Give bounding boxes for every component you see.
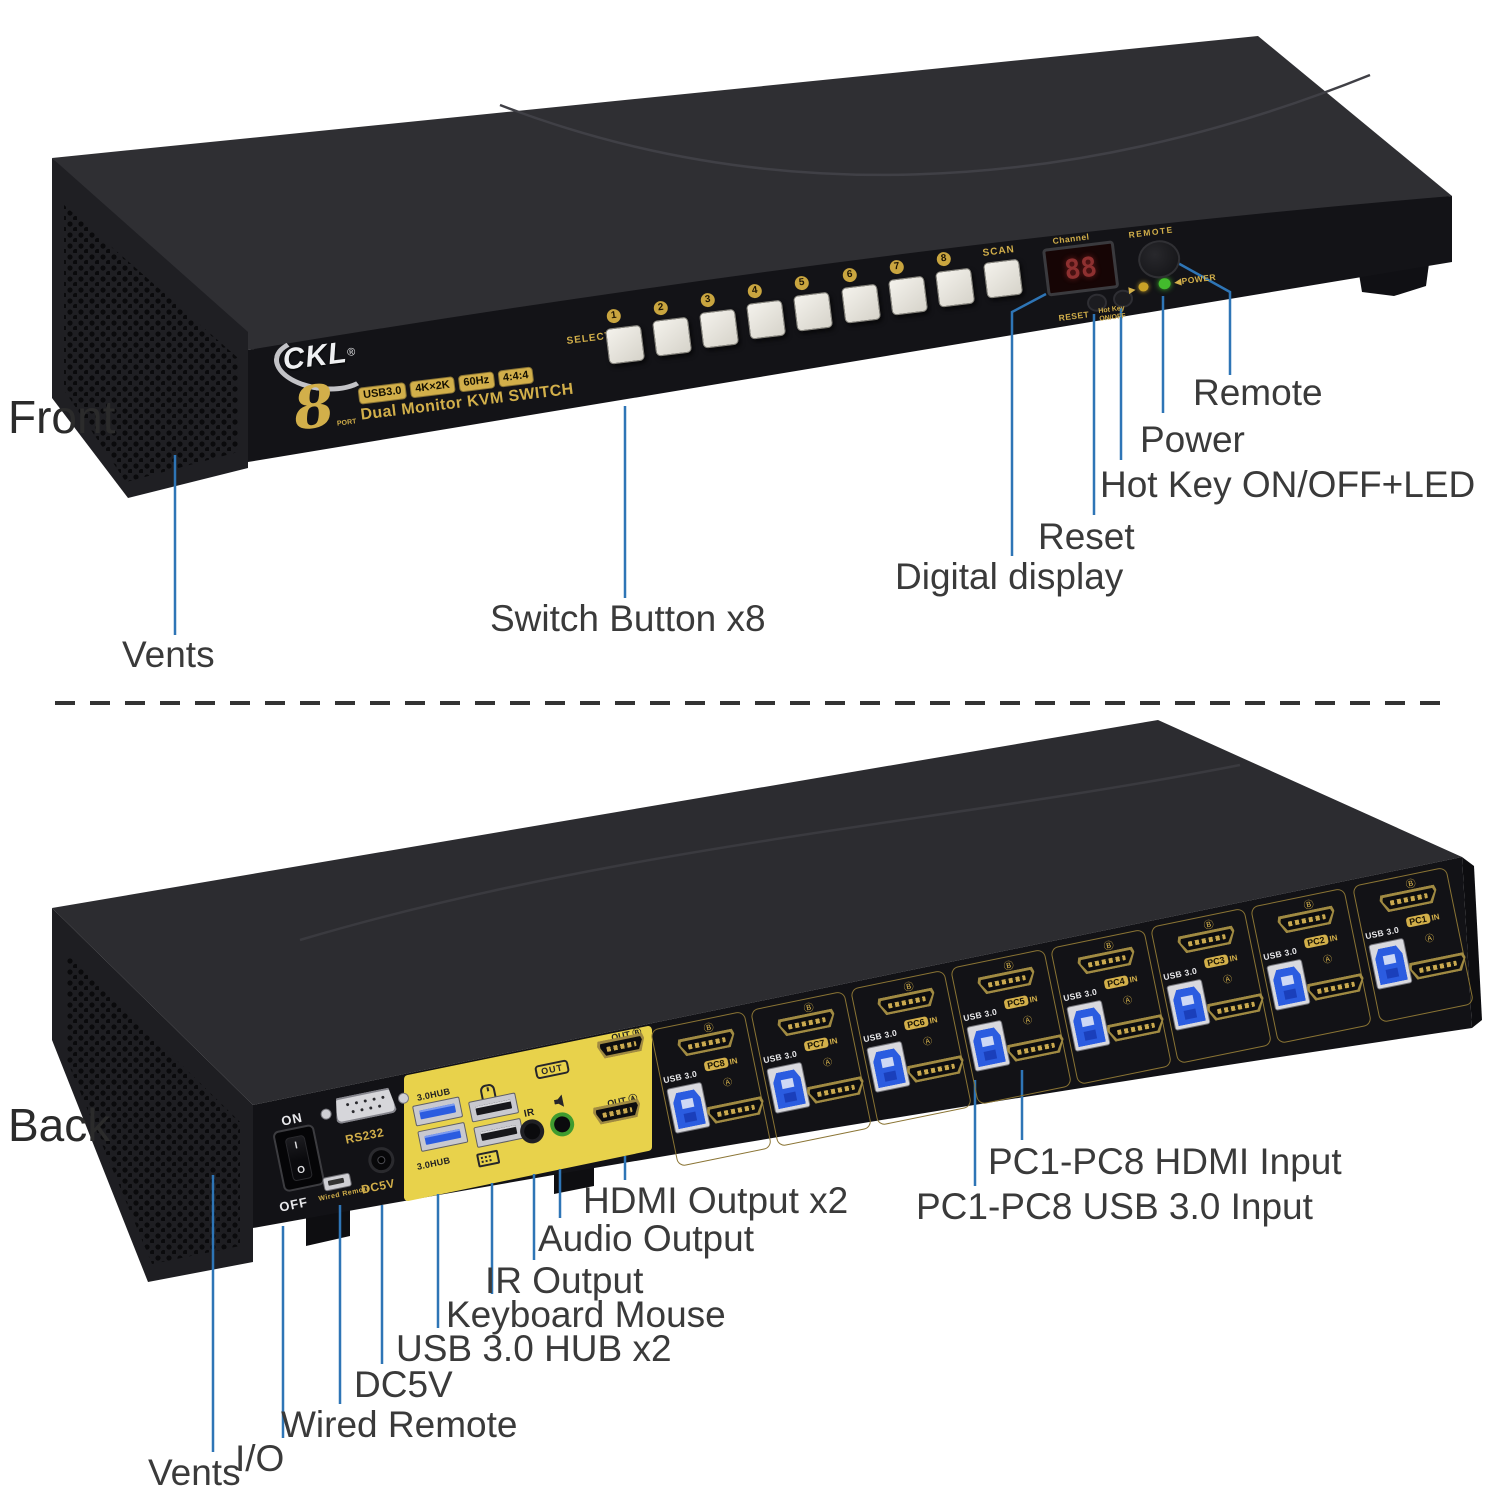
- pc1-usb-port: [1368, 937, 1413, 991]
- callout-reset: Reset: [1038, 516, 1135, 557]
- callout-hdmi-output: HDMI Output x2: [583, 1180, 849, 1221]
- callout-audio-output: Audio Output: [538, 1218, 754, 1259]
- switch-button-5: [793, 291, 834, 332]
- pc8-hdmi-a: [706, 1096, 766, 1125]
- pc1-hdmi-a: [1408, 952, 1468, 981]
- badge-444: 4:4:4: [497, 366, 535, 388]
- callout-digital-display: Digital display: [895, 556, 1124, 597]
- back-vents: [66, 952, 240, 1264]
- db9-screw-left: [319, 1107, 333, 1121]
- digital-display: 88: [1042, 240, 1120, 297]
- back-view-label: Back: [8, 1099, 111, 1151]
- pc5-hdmi-a: [1006, 1034, 1066, 1063]
- back-top-face: [52, 720, 1462, 1105]
- callout-switch-buttons: Switch Button x8: [490, 598, 766, 639]
- scan-button: [983, 258, 1024, 299]
- pc4-hdmi-a: [1106, 1014, 1166, 1043]
- switch-button-1: [605, 324, 646, 365]
- badge-60hz: 60Hz: [457, 371, 496, 393]
- display-digits: 88: [1062, 251, 1099, 286]
- pc2-usb-port: [1266, 958, 1311, 1012]
- pc5-usb-port: [966, 1019, 1011, 1073]
- leader-lines: [173, 260, 1232, 1452]
- back-top-seam: [299, 763, 1241, 942]
- switch-button-3: [699, 308, 740, 349]
- keyboard-mouse-ports: [468, 1092, 525, 1149]
- back-right-edge: [1462, 857, 1482, 1028]
- callout-hotkey: Hot Key ON/OFF+LED: [1100, 464, 1476, 505]
- pc2-hdmi-a: [1306, 973, 1366, 1002]
- callout-io: I/O: [235, 1438, 285, 1479]
- front-vents: [64, 205, 238, 482]
- port-count: 8: [289, 371, 338, 444]
- callout-back-vents: Vents: [148, 1452, 241, 1493]
- db9-screw-right: [396, 1091, 410, 1105]
- pc4-usb-port: [1066, 999, 1111, 1053]
- callout-ir-output: IR Output: [485, 1260, 644, 1301]
- registered-mark: ®: [346, 345, 356, 359]
- callout-wired-remote: Wired Remote: [281, 1404, 518, 1445]
- callout-usb-hub: USB 3.0 HUB x2: [396, 1328, 672, 1369]
- switch-button-2: [652, 316, 693, 357]
- front-top-face: [52, 36, 1452, 350]
- callout-pc-usb-input: PC1-PC8 USB 3.0 Input: [916, 1186, 1313, 1227]
- pc8-usb-port: [666, 1081, 711, 1135]
- switch-button-4: [746, 299, 787, 340]
- switch-button-6: [841, 283, 882, 324]
- pc3-hdmi-a: [1206, 993, 1266, 1022]
- front-view-label: Front: [8, 391, 116, 443]
- ir-port-label: IR: [523, 1106, 536, 1120]
- switch-button-7: [888, 275, 929, 316]
- pc6-usb-port: [866, 1040, 911, 1094]
- callout-pc-hdmi-input: PC1-PC8 HDMI Input: [988, 1141, 1342, 1182]
- hdmi-a-label: Ⓐ: [722, 1076, 734, 1089]
- switch-button-8: [935, 267, 976, 308]
- pc6-hdmi-a: [906, 1055, 966, 1084]
- callout-remote: Remote: [1193, 372, 1323, 413]
- front-top-seam: [499, 73, 1371, 177]
- callout-front-vents: Vents: [122, 634, 215, 675]
- pc7-hdmi-a: [806, 1076, 866, 1105]
- callout-dc5v: DC5V: [354, 1364, 453, 1405]
- pc3-usb-port: [1166, 978, 1211, 1032]
- back-yellow-panel: [404, 1026, 652, 1201]
- hotkey-led-arrow: ▶: [1128, 284, 1137, 295]
- callout-power: Power: [1140, 419, 1245, 460]
- pc7-usb-port: [766, 1061, 811, 1115]
- callout-keyboard-mouse: Keyboard Mouse: [446, 1294, 726, 1335]
- usb-hub-ports: [412, 1096, 469, 1153]
